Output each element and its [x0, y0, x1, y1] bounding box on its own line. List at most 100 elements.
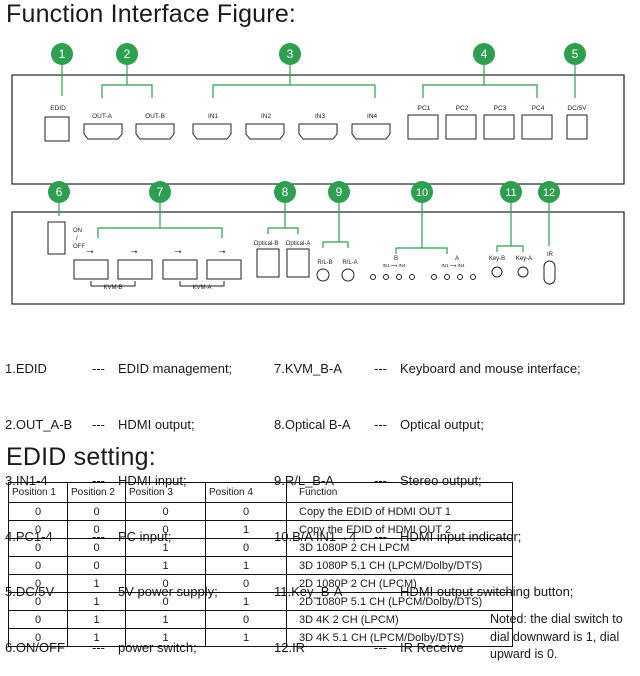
col-header: Position 4	[205, 482, 287, 503]
callout-3-label: 3	[287, 47, 294, 61]
usb-kvm-b-2	[117, 259, 153, 280]
label-ind-b-range: IN1 ⟶ IN4	[383, 263, 406, 268]
callout-12	[538, 181, 560, 203]
usb-kvm-a-2	[206, 259, 242, 280]
label-in2: IN2	[261, 113, 272, 120]
callout-1	[51, 43, 73, 65]
callout-6-label: 6	[56, 185, 63, 199]
label-on: ON	[73, 228, 82, 234]
callout-10	[411, 181, 433, 203]
callout-10-label: 10	[416, 187, 428, 199]
callout-2-label: 2	[124, 47, 131, 61]
hdmi-out-a	[83, 123, 123, 140]
edid-table: Position 1 Position 2 Position 3 Positio…	[8, 482, 513, 647]
hdmi-in4	[351, 123, 391, 140]
legend-item: 8.Optical B-A---Optical output;	[274, 416, 484, 432]
usb-pc2	[445, 114, 477, 140]
legend-item: 2.OUT_A-B---HDMI output;	[5, 416, 195, 432]
key-a-button	[517, 266, 529, 278]
usb-pc4	[521, 114, 553, 140]
dial-note: Noted: the dial switch to dial downward …	[490, 612, 623, 661]
label-in3: IN3	[315, 113, 326, 120]
callout-8-label: 8	[282, 185, 289, 199]
label-edid: EDID	[50, 105, 66, 112]
label-in4: IN4	[367, 113, 378, 120]
usb-icon: ⭢	[86, 246, 93, 256]
callout-4-label: 4	[481, 47, 488, 61]
label-kvm-a: KVM-A	[192, 285, 211, 291]
page-title: Function Interface Figure:	[6, 0, 297, 28]
usb-icon: ⭢	[174, 246, 181, 256]
callout-12-label: 12	[543, 187, 555, 199]
edid-title: EDID setting:	[6, 443, 156, 471]
optical-b-port	[256, 248, 280, 278]
callout-11	[500, 181, 522, 203]
col-header: Function	[286, 482, 513, 503]
label-ir: IR	[547, 252, 554, 258]
label-ind-b: B	[394, 256, 398, 262]
table-header-row: Position 1 Position 2 Position 3 Positio…	[8, 482, 513, 503]
callout-9	[328, 181, 350, 203]
label-pc1: PC1	[418, 105, 431, 112]
label-key-b: Key-B	[489, 256, 505, 262]
rl-b-jack	[316, 268, 330, 282]
callout-6	[48, 181, 70, 203]
power-switch	[47, 221, 66, 255]
callout-9-label: 9	[336, 185, 343, 199]
hdmi-in1	[192, 123, 232, 140]
front-panel	[11, 74, 625, 185]
callout-5-label: 5	[572, 47, 579, 61]
rear-panel	[11, 211, 625, 305]
callout-8	[274, 181, 296, 203]
label-pc2: PC2	[456, 105, 469, 112]
label-out-a: OUT-A	[92, 113, 113, 120]
callout-4	[473, 43, 495, 65]
key-b-button	[491, 266, 503, 278]
callout-3	[279, 43, 301, 65]
optical-a-port	[286, 248, 310, 278]
rl-a-jack	[341, 268, 355, 282]
label-pc4: PC4	[532, 105, 545, 112]
callout-11-label: 11	[505, 187, 516, 199]
label-pc3: PC3	[494, 105, 507, 112]
front-panel-diagram: 1 2 3 4 5 EDID OUT-A OUT-B IN1 IN2 IN3 I…	[11, 43, 625, 185]
label-kvm-b: KVM-B	[103, 285, 122, 291]
callout-1-label: 1	[59, 47, 66, 61]
label-in1: IN1	[208, 113, 219, 120]
label-optical-b: Optical-B	[254, 241, 279, 247]
front-callouts	[51, 43, 586, 65]
legend-item: 1.EDID---EDID management;	[5, 361, 233, 377]
hdmi-in3	[298, 123, 338, 140]
label-key-a: Key-A	[516, 256, 532, 262]
col-header: Position 1	[8, 482, 68, 503]
usb-kvm-b-1	[73, 259, 109, 280]
usb-icon: ⭢	[218, 246, 225, 256]
label-optical-a: Optical-A	[286, 241, 311, 247]
callout-2	[116, 43, 138, 65]
hdmi-out-b	[135, 123, 175, 140]
label-out-b: OUT-B	[145, 113, 165, 120]
callout-5	[564, 43, 586, 65]
callout-7-label: 7	[157, 185, 164, 199]
legend-item: 7.KVM_B-A---Keyboard and mouse interface…	[274, 361, 581, 377]
rear-callouts	[48, 181, 560, 203]
usb-icon: ⭢	[130, 246, 137, 256]
label-ind-a-range: IN1 ⟶ IN4	[442, 263, 465, 268]
hdmi-in2	[245, 123, 285, 140]
label-dc5v: DC/5V	[567, 105, 587, 112]
usb-pc1	[407, 114, 439, 140]
ir-receiver	[543, 260, 556, 285]
label-off: OFF	[73, 244, 85, 250]
label-ind-a: A	[455, 256, 459, 262]
col-header: Position 2	[67, 482, 126, 503]
edid-switch	[44, 116, 70, 142]
label-rl-a: R/L-A	[342, 260, 357, 266]
usb-pc3	[483, 114, 515, 140]
